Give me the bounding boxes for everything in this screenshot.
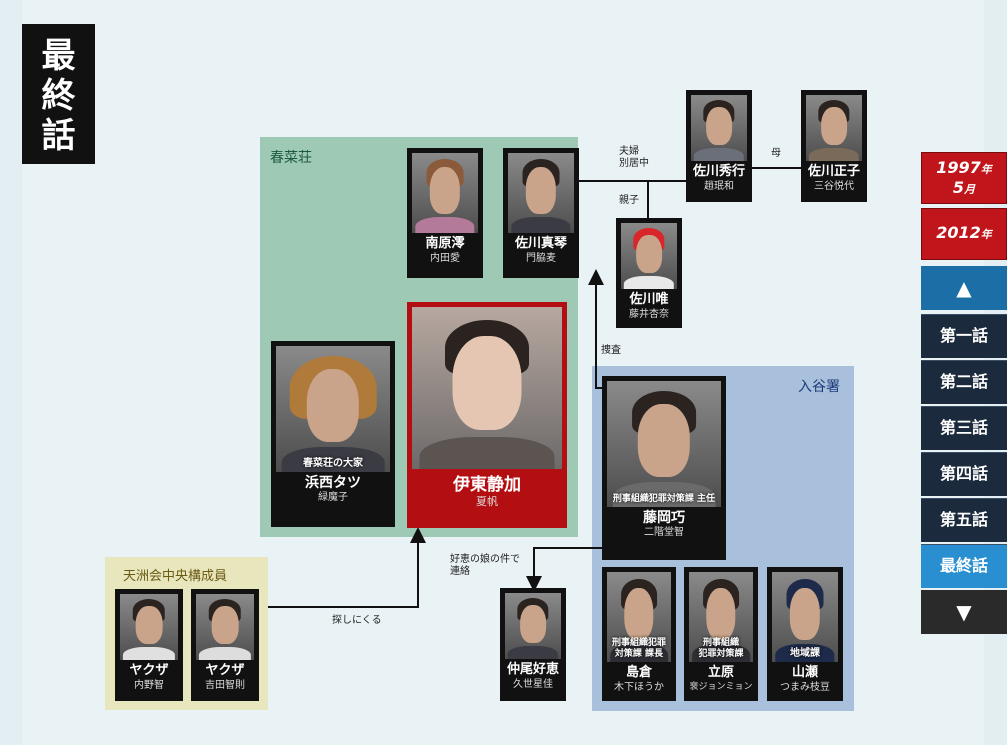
portrait-photo xyxy=(806,95,862,161)
card-ito[interactable]: 伊東静加 夏帆 xyxy=(407,302,567,528)
nav-episode-final[interactable]: 最終話 xyxy=(921,544,1007,588)
portrait-photo xyxy=(412,153,478,233)
portrait-photo xyxy=(412,307,562,469)
line-sousa xyxy=(588,269,604,389)
line-renraku xyxy=(526,547,602,592)
label-oyako: 親子 xyxy=(619,195,639,206)
group-iriya-label: 入谷署 xyxy=(798,379,840,395)
portrait-photo: 刑事組織犯罪対策課 主任 xyxy=(607,381,721,507)
line-sagashi xyxy=(268,527,426,608)
nav-episode-2[interactable]: 第二話 xyxy=(921,360,1007,404)
nav-year-2012[interactable]: 2012年 xyxy=(921,208,1007,260)
label-fuufu: 夫婦別居中 xyxy=(619,146,649,169)
card-shimakura[interactable]: 刑事組織犯罪対策課 課長 島倉 木下ほうか xyxy=(602,567,676,701)
nav-episode-4[interactable]: 第四話 xyxy=(921,452,1007,496)
portrait-photo: 刑事組織犯罪対策課 課長 xyxy=(607,572,671,662)
portrait-photo: 春菜荘の大家 xyxy=(276,346,390,472)
card-makoto[interactable]: 佐川真琴 門脇麦 xyxy=(503,148,579,278)
nav-episode-3[interactable]: 第三話 xyxy=(921,406,1007,450)
group-haruna-label: 春菜荘 xyxy=(270,150,312,166)
portrait-photo xyxy=(691,95,747,161)
label-renraku: 好恵の娘の件で連絡 xyxy=(450,554,520,577)
nav-up-arrow[interactable]: ▲ xyxy=(921,266,1007,310)
group-tenshu-label: 天洲会中央構成員 xyxy=(123,569,228,584)
card-hideyuki[interactable]: 佐川秀行 趙珉和 xyxy=(686,90,752,202)
card-masako[interactable]: 佐川正子 三谷悦代 xyxy=(801,90,867,202)
nav-episode-1[interactable]: 第一話 xyxy=(921,314,1007,358)
nav-down-arrow[interactable]: ▼ xyxy=(921,590,1007,634)
card-yamase[interactable]: 地域課 山瀬 つまみ枝豆 xyxy=(767,567,843,701)
portrait-photo xyxy=(505,593,561,659)
nav-year-1997[interactable]: 1997年 5月 xyxy=(921,152,1007,204)
label-haha: 母 xyxy=(771,148,781,159)
card-fujioka[interactable]: 刑事組織犯罪対策課 主任 藤岡巧 二階堂智 xyxy=(602,376,726,560)
card-hamanishi[interactable]: 春菜荘の大家 浜西タツ 緑魔子 xyxy=(271,341,395,527)
portrait-photo xyxy=(621,223,677,289)
card-minamihara[interactable]: 南原澪 内田愛 xyxy=(407,148,483,278)
label-sousa: 捜査 xyxy=(601,345,621,356)
portrait-photo xyxy=(196,594,254,660)
nav-episode-5[interactable]: 第五話 xyxy=(921,498,1007,542)
card-yui[interactable]: 佐川唯 藤井杏奈 xyxy=(616,218,682,328)
portrait-photo: 地域課 xyxy=(772,572,838,662)
card-yakuza-1[interactable]: ヤクザ 内野智 xyxy=(115,589,183,701)
card-nakao[interactable]: 仲尾好恵 久世星佳 xyxy=(500,588,566,701)
arrow-up-icon: ▲ xyxy=(956,276,972,300)
card-yakuza-2[interactable]: ヤクザ 吉田智則 xyxy=(191,589,259,701)
card-tachihara[interactable]: 刑事組織犯罪対策課 立原 裵ジョンミョン xyxy=(684,567,758,701)
portrait-photo: 刑事組織犯罪対策課 xyxy=(689,572,753,662)
episode-title: 最 終 話 xyxy=(22,24,95,164)
portrait-photo xyxy=(120,594,178,660)
arrow-down-icon: ▼ xyxy=(956,600,972,624)
label-sagashi: 探しにくる xyxy=(332,615,382,626)
portrait-photo xyxy=(508,153,574,233)
